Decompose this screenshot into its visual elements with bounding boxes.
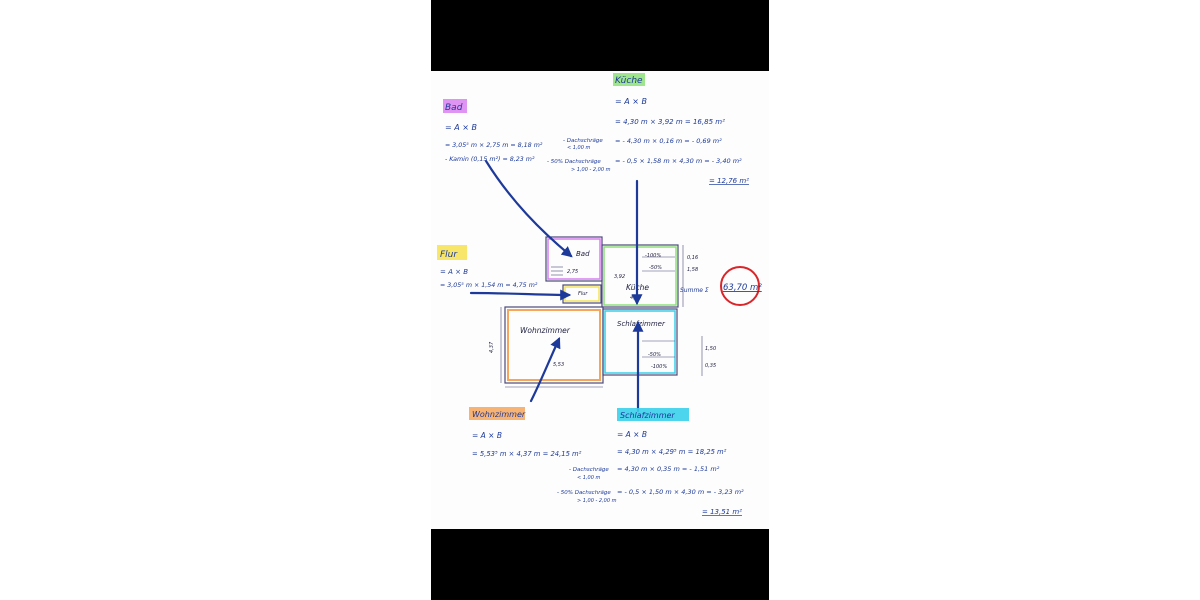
flur-line1: = 3,05⁵ m × 1,54 m = 4,75 m² bbox=[440, 282, 538, 289]
kueche-line2-sub: < 1,00 m bbox=[567, 145, 591, 151]
plan-label-flur: Flur bbox=[578, 291, 588, 297]
plan-side-bot2: 0,35 bbox=[705, 363, 716, 369]
plan-dim-kueche-width: 4,30 bbox=[630, 295, 641, 301]
total-sum: Summe Σ 63,70 m² bbox=[680, 266, 762, 306]
plan-side-top2: 1,58 bbox=[687, 267, 698, 273]
arrow-bad bbox=[484, 159, 573, 258]
plan-label-wohnzimmer: Wohnzimmer bbox=[520, 326, 571, 335]
total-label: Summe Σ bbox=[680, 287, 709, 294]
plan-dim-kueche-height: 3,92 bbox=[614, 274, 625, 280]
schlafzimmer-line2: = 4,30 m × 0,35 m = - 1,51 m² bbox=[617, 465, 720, 473]
kueche-line2: = - 4,30 m × 0,16 m = - 0,69 m² bbox=[615, 137, 722, 145]
bad-title: Bad bbox=[445, 103, 463, 113]
floorplan bbox=[500, 236, 703, 388]
phone-frame: Küche = A × B = 4,30 m × 3,92 m = 16,85 … bbox=[431, 0, 769, 600]
wohnzimmer-line1: = 5,53⁵ m × 4,37 m = 24,15 m² bbox=[472, 450, 582, 458]
plan-schlaf-highlight bbox=[604, 310, 676, 374]
plan-pct-k1: -100% bbox=[645, 253, 661, 259]
kueche-line2-label: - Dachschräge bbox=[563, 138, 603, 144]
schlafzimmer-line3: = - 0,5 × 1,50 m × 4,30 m = - 3,23 m² bbox=[617, 488, 744, 496]
wohnzimmer-calculation: Wohnzimmer = A × B = 5,53⁵ m × 4,37 m = … bbox=[469, 407, 582, 458]
plan-dim-bad-width: 2,75 bbox=[567, 269, 578, 275]
kueche-highlight bbox=[613, 73, 645, 86]
plan-schlaf-room bbox=[602, 308, 678, 376]
schlafzimmer-result: = 13,51 m² bbox=[702, 508, 742, 516]
plan-label-bad: Bad bbox=[576, 250, 590, 258]
plan-wohn-room bbox=[504, 306, 604, 384]
wohnzimmer-highlight bbox=[469, 407, 525, 420]
schlafzimmer-highlight bbox=[617, 408, 689, 421]
kueche-line3-sub: > 1,00 - 2,00 m bbox=[571, 167, 611, 173]
wohnzimmer-formula: = A × B bbox=[472, 431, 502, 440]
plan-side-bot1: 1,50 bbox=[705, 346, 716, 352]
flur-highlight bbox=[437, 245, 467, 260]
plan-dim-wohn-width: 5,53 bbox=[553, 362, 564, 368]
flur-title: Flur bbox=[440, 250, 458, 260]
schlafzimmer-line3-sub: > 1,00 - 2,00 m bbox=[577, 498, 617, 504]
plan-bad-highlight bbox=[547, 238, 601, 280]
schlafzimmer-line3-label: - 50% Dachschräge bbox=[557, 490, 611, 496]
plan-side-top1: 0,16 bbox=[687, 255, 698, 261]
kueche-calculation: Küche = A × B = 4,30 m × 3,92 m = 16,85 … bbox=[547, 73, 749, 185]
arrow-flur bbox=[469, 289, 572, 301]
kueche-title: Küche bbox=[615, 76, 643, 86]
bad-formula: = A × B bbox=[445, 123, 477, 132]
flur-calculation: Flur = A × B = 3,05⁵ m × 1,54 m = 4,75 m… bbox=[437, 245, 538, 289]
plan-label-schlafzimmer: Schlafzimmer bbox=[617, 320, 666, 328]
kueche-line1: = 4,30 m × 3,92 m = 16,85 m² bbox=[615, 118, 725, 126]
plan-dim-wohn-height: 4,37 bbox=[489, 341, 495, 353]
wohnzimmer-title: Wohnzimmer bbox=[472, 410, 526, 419]
arrows bbox=[469, 159, 644, 413]
kueche-line3-label: - 50% Dachschräge bbox=[547, 159, 601, 165]
bad-line1: = 3,05⁵ m × 2,75 m = 8,18 m² bbox=[445, 142, 543, 149]
kueche-formula: = A × B bbox=[615, 97, 647, 106]
floorplan-sheet: Küche = A × B = 4,30 m × 3,92 m = 16,85 … bbox=[431, 71, 769, 529]
schlafzimmer-calculation: Schlafzimmer = A × B = 4,30 m × 4,29⁵ m … bbox=[557, 408, 744, 516]
total-value: 63,70 m² bbox=[723, 283, 762, 293]
floorplan-drawing: Küche = A × B = 4,30 m × 3,92 m = 16,85 … bbox=[437, 73, 762, 516]
kueche-line3: = - 0,5 × 1,58 m × 4,30 m = - 3,40 m² bbox=[615, 157, 742, 165]
flur-formula: = A × B bbox=[440, 268, 468, 276]
schlafzimmer-line2-sub: < 1,00 m bbox=[577, 475, 601, 481]
plan-kueche-room bbox=[601, 244, 679, 308]
schlafzimmer-line1: = 4,30 m × 4,29⁵ m = 18,25 m² bbox=[617, 448, 727, 456]
kueche-result: = 12,76 m² bbox=[709, 177, 749, 185]
plan-wohn-highlight bbox=[507, 309, 601, 381]
bad-calculation: Bad = A × B = 3,05⁵ m × 2,75 m = 8,18 m²… bbox=[443, 99, 543, 163]
schlafzimmer-formula: = A × B bbox=[617, 430, 647, 439]
bad-line2: - Kamin (0,15 m²) = 8,23 m² bbox=[445, 156, 535, 163]
plan-pct-k2: -50% bbox=[649, 265, 662, 271]
schlafzimmer-line2-label: - Dachschräge bbox=[569, 467, 609, 473]
bad-highlight bbox=[443, 99, 467, 113]
plan-pct-s1: -50% bbox=[648, 352, 661, 358]
plan-pct-s2: -100% bbox=[651, 364, 667, 370]
schlafzimmer-title: Schlafzimmer bbox=[620, 411, 675, 420]
total-circle bbox=[720, 266, 760, 306]
arrow-wohnzimmer bbox=[529, 336, 561, 403]
